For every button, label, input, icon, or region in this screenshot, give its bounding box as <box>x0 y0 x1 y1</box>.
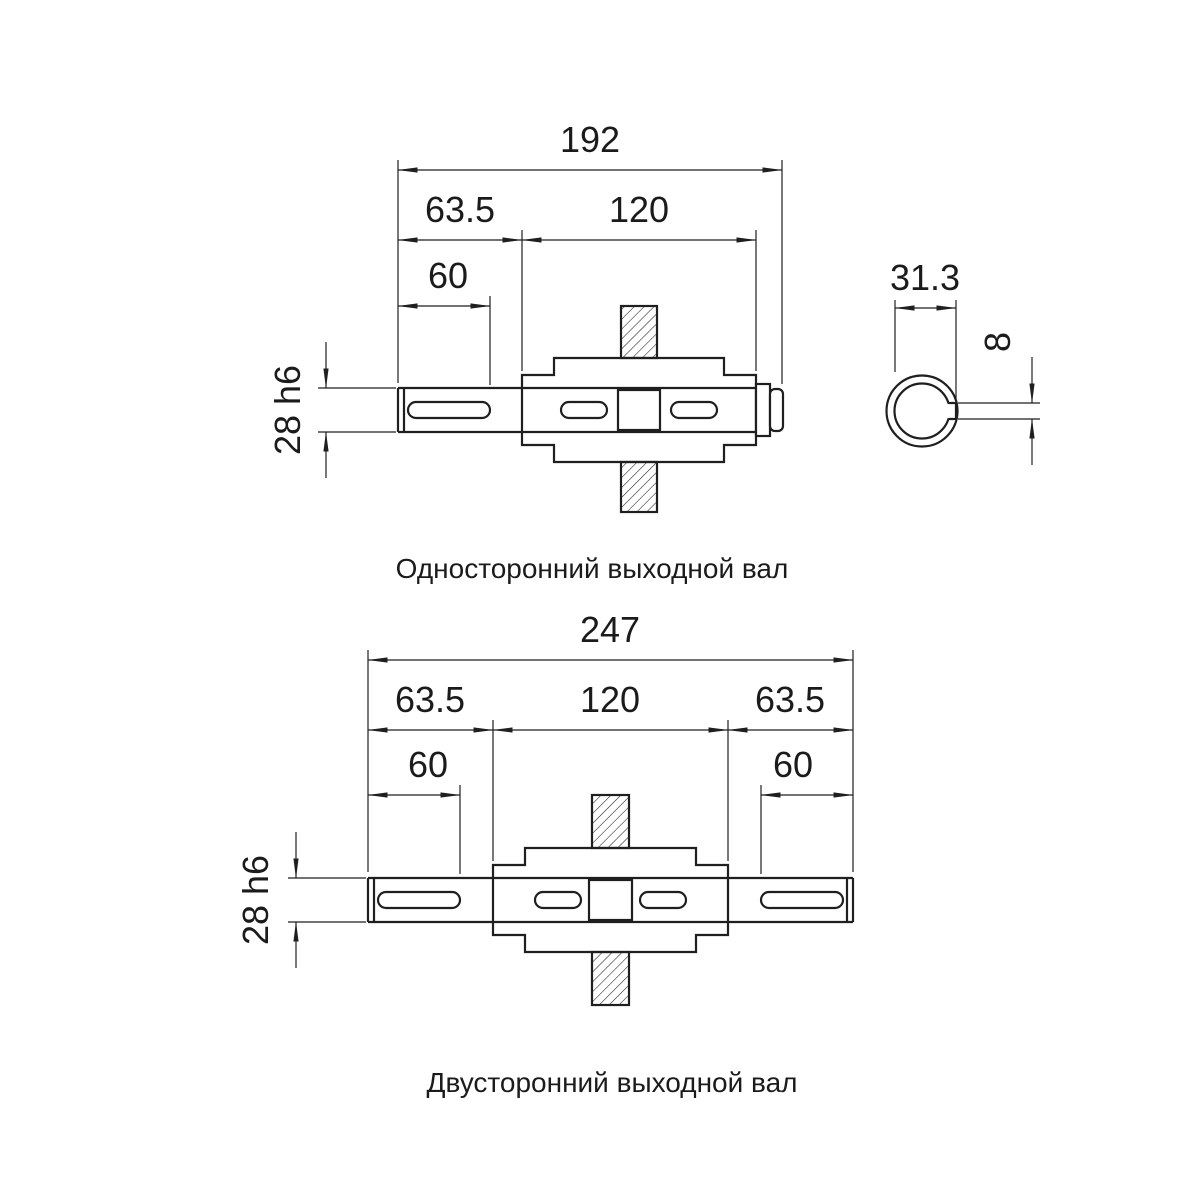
shaft-stub-cap <box>768 387 785 433</box>
shaft-end-view: 31.3 8 <box>885 257 1040 465</box>
dimension-shaft-diameter-double: 28 h6 <box>235 832 366 968</box>
dim-28h6-label-double: 28 h6 <box>235 855 276 945</box>
dim-31-3-label: 31.3 <box>890 257 960 298</box>
dim-60-right-label: 60 <box>773 744 813 785</box>
dimension-keyway-lengths-double: 60 60 <box>367 744 854 874</box>
dim-120-label-double: 120 <box>580 679 640 720</box>
worm-wheel-hub-double <box>587 878 634 922</box>
internal-slot-left-double <box>533 890 583 910</box>
end-view-keyway <box>948 401 958 421</box>
internal-slot-right-double <box>638 890 688 910</box>
internal-slot-right <box>669 400 719 420</box>
dimension-keyway-depth: 31.3 <box>890 257 960 399</box>
single-sided-caption: Односторонний выходной вал <box>396 553 789 584</box>
end-view-bore-circle <box>893 382 951 440</box>
dim-192-label: 192 <box>560 119 620 160</box>
dimension-row-double: 63.5 120 63.5 <box>367 679 854 861</box>
dim-60-label: 60 <box>428 255 468 296</box>
dimension-overall-length: 192 <box>397 119 783 384</box>
dimension-extension-and-housing: 63.5 120 <box>397 189 757 371</box>
worm-wheel-hub <box>616 388 662 432</box>
single-sided-shaft-view: 192 63.5 120 60 28 h6 <box>267 119 1040 584</box>
dim-63-5-label: 63.5 <box>425 189 495 230</box>
internal-slot-left <box>559 400 609 420</box>
dim-63-5-left-label: 63.5 <box>395 679 465 720</box>
worm-post-lower <box>619 460 659 514</box>
dim-63-5-right-label: 63.5 <box>755 679 825 720</box>
shaft-stub <box>754 382 772 438</box>
double-sided-caption: Двусторонний выходной вал <box>426 1067 797 1098</box>
dimension-keyway-length: 60 <box>397 255 491 385</box>
worm-post-upper-double <box>590 793 631 850</box>
dimension-shaft-diameter: 28 h6 <box>267 342 396 478</box>
dim-8-label: 8 <box>977 332 1018 352</box>
dim-120-label: 120 <box>609 189 669 230</box>
worm-post-lower-double <box>590 950 631 1007</box>
keyway-slot-left <box>376 890 462 910</box>
dim-28h6-label: 28 h6 <box>267 365 308 455</box>
double-sided-shaft-view: 247 63.5 120 63.5 60 60 28 h <box>235 609 855 1098</box>
worm-post-upper <box>619 304 659 360</box>
dimension-overall-length-double: 247 <box>367 609 854 872</box>
keyway-slot <box>406 400 492 420</box>
dimension-keyway-width: 8 <box>958 332 1040 465</box>
dim-247-label: 247 <box>580 609 640 650</box>
dim-60-left-label: 60 <box>408 744 448 785</box>
keyway-slot-right <box>759 890 845 910</box>
